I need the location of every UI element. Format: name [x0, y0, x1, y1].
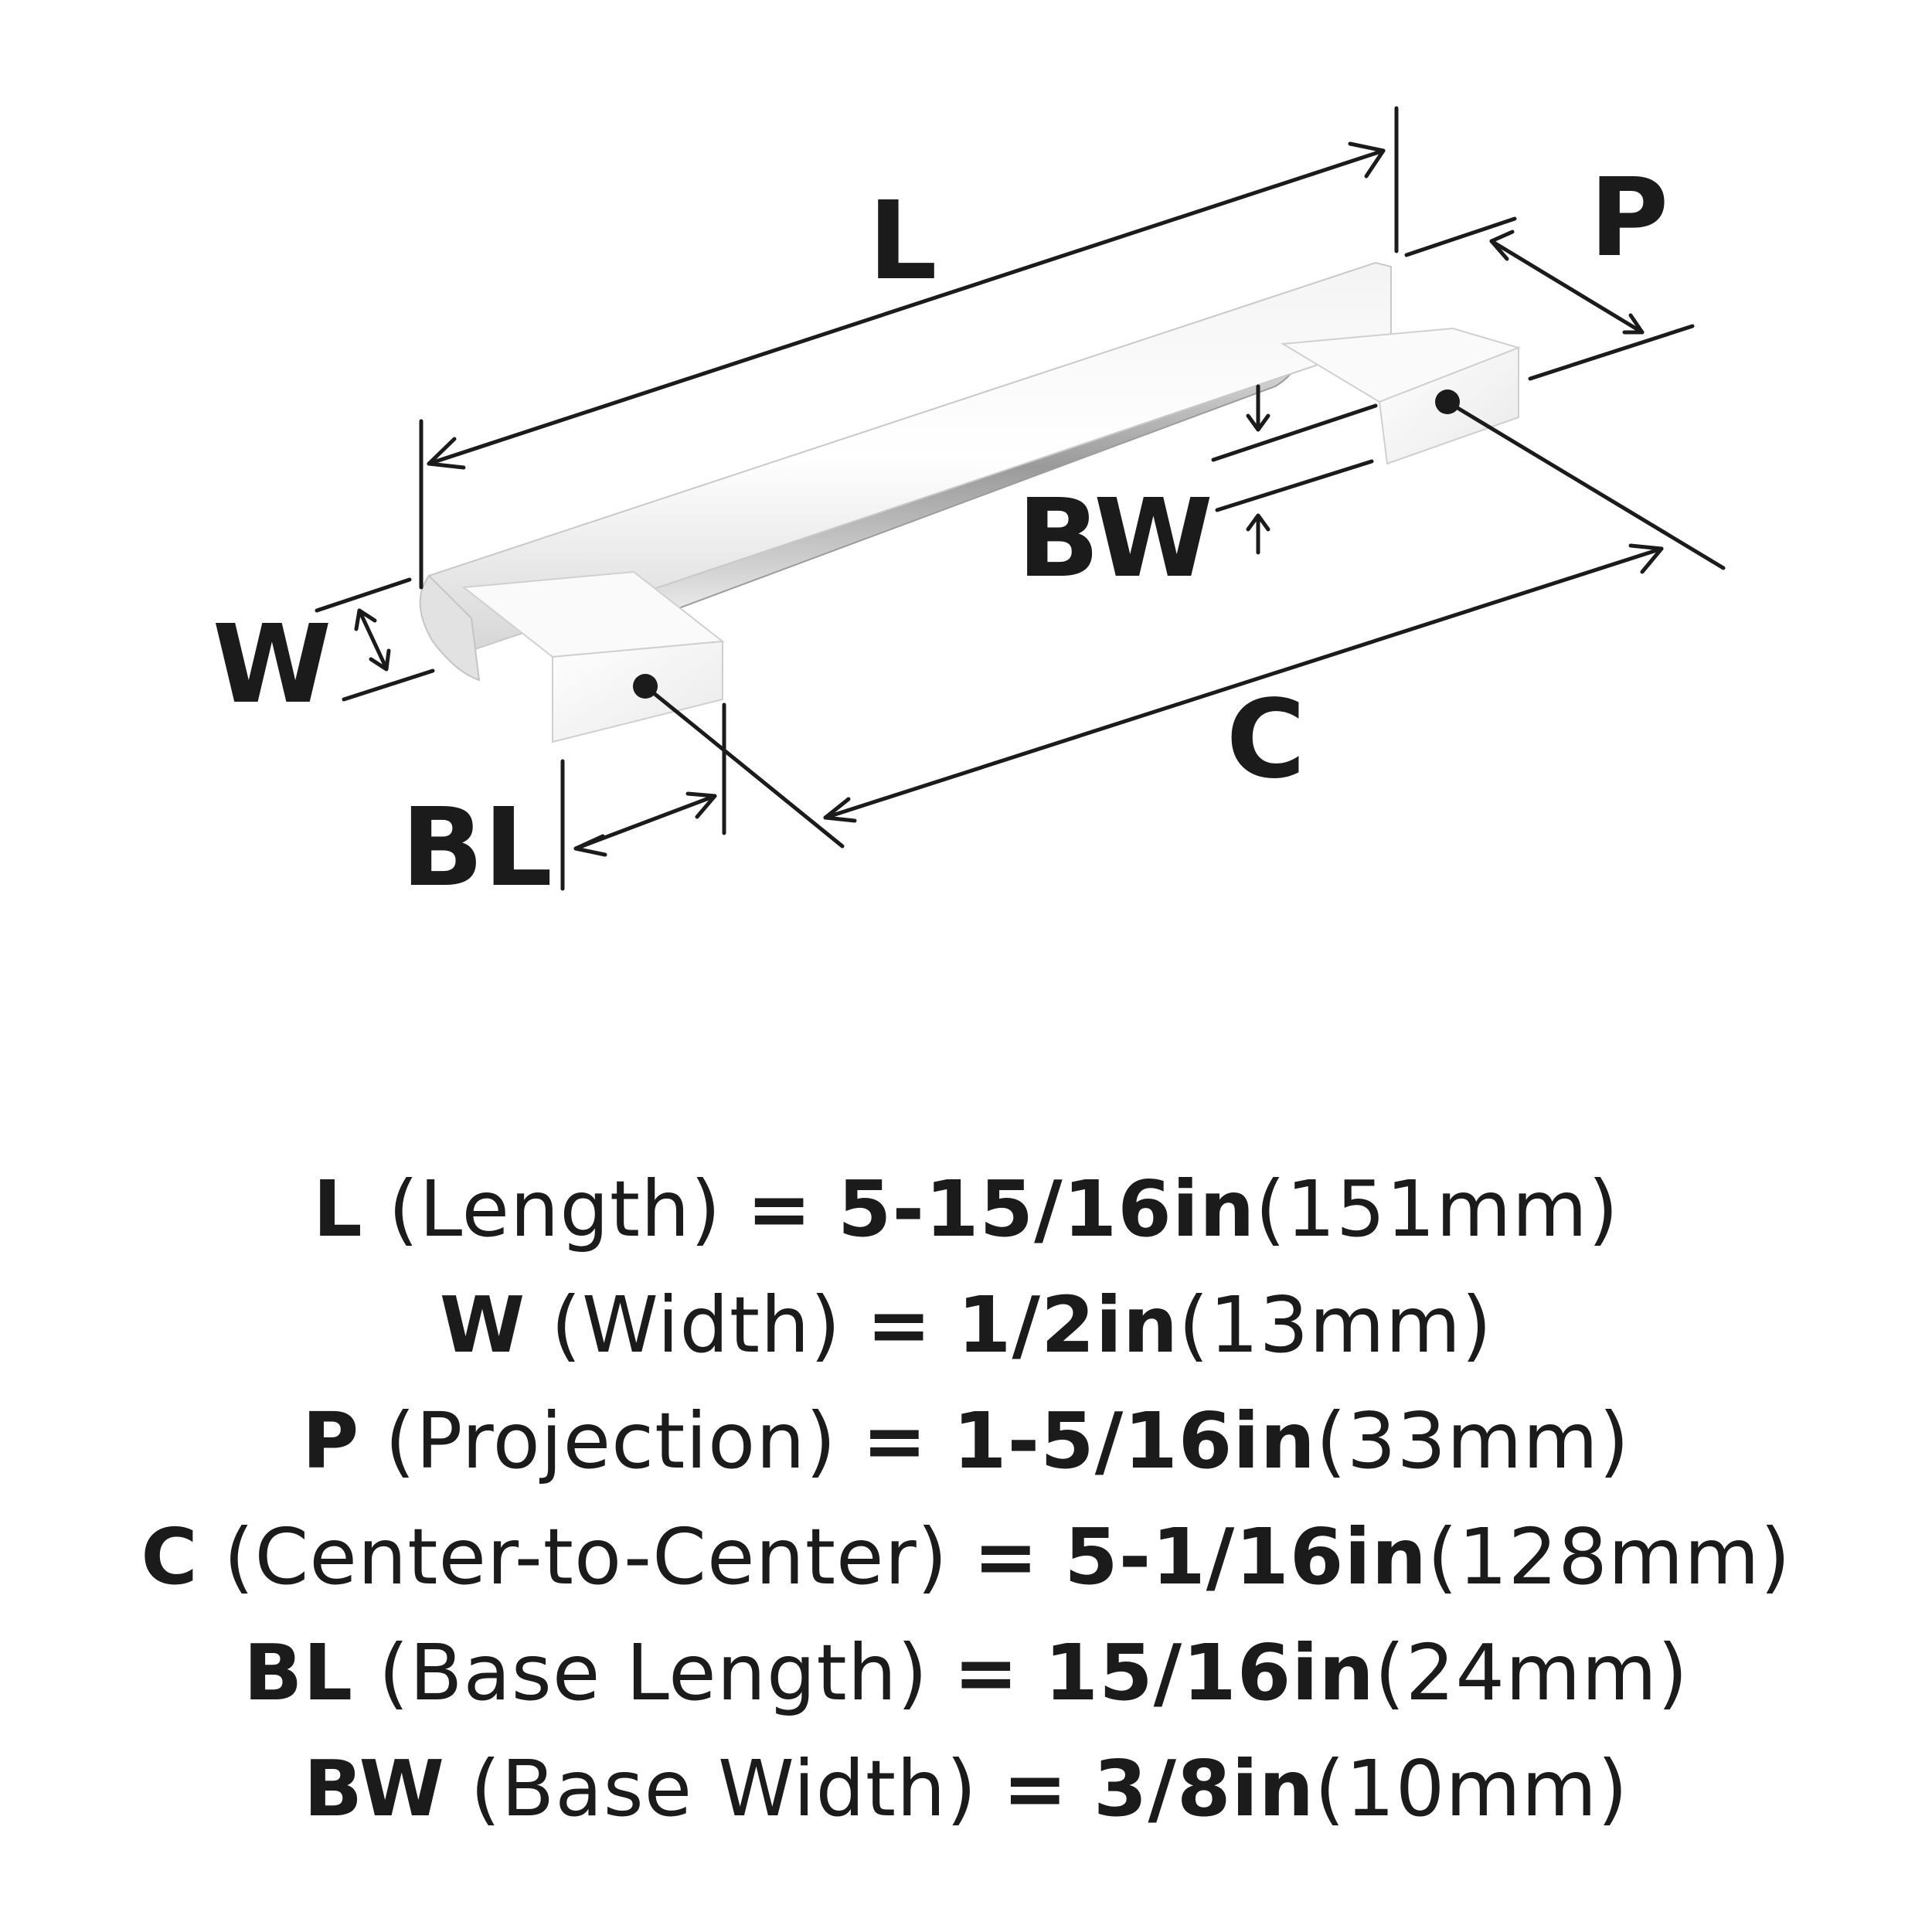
projection-dimension-line [1489, 239, 1645, 335]
dimension-labels: L P BW W C BL [213, 155, 1669, 911]
spec-name: (Base Width) [470, 1743, 978, 1834]
spec-name: (Center-to-Center) [223, 1512, 948, 1602]
spec-equals: = [866, 1280, 933, 1370]
spec-name: (Length) [388, 1164, 722, 1254]
spec-mm-value: (10mm) [1315, 1743, 1629, 1834]
spec-equals: = [862, 1396, 928, 1486]
cabinet-handle-illustration [419, 261, 1522, 743]
dimension-spec-list: L (Length) = 5-15/16in(151mm) W (Width) … [0, 1151, 1932, 1847]
spec-code: BW [303, 1743, 445, 1834]
length-dimension-line [427, 148, 1386, 466]
spec-code: W [439, 1280, 526, 1370]
spec-row-length: L (Length) = 5-15/16in(151mm) [0, 1151, 1932, 1267]
center-to-center-dimension-line [823, 546, 1664, 820]
spec-code: C [141, 1512, 199, 1602]
spec-inch-value: 5-15/16in [837, 1164, 1256, 1254]
spec-row-center-to-center: C (Center-to-Center) = 5-1/16in(128mm) [0, 1499, 1932, 1615]
spec-inch-value: 5-1/16in [1064, 1512, 1427, 1602]
label-base-width: BW [1017, 476, 1213, 602]
spec-row-base-width: BW (Base Width) = 3/8in(10mm) [0, 1731, 1932, 1847]
label-center-to-center: C [1226, 677, 1306, 803]
spec-equals: = [973, 1512, 1039, 1602]
handle-left-end-cap [419, 574, 481, 682]
spec-mm-value: (128mm) [1427, 1512, 1791, 1602]
spec-equals: = [747, 1164, 813, 1254]
spec-name: (Projection) [385, 1396, 837, 1486]
spec-equals: = [1002, 1743, 1069, 1834]
spec-mm-value: (151mm) [1255, 1164, 1619, 1254]
spec-inch-value: 1/2in [957, 1280, 1179, 1370]
label-length: L [868, 179, 937, 304]
spec-code: L [312, 1164, 363, 1254]
spec-mm-value: (33mm) [1315, 1396, 1630, 1486]
label-width: W [213, 602, 332, 728]
spec-row-projection: P (Projection) = 1-5/16in(33mm) [0, 1383, 1932, 1499]
spec-mm-value: (13mm) [1179, 1280, 1493, 1370]
dimension-lines [315, 106, 1726, 891]
spec-inch-value: 15/16in [1044, 1628, 1375, 1718]
label-base-length: BL [401, 785, 553, 911]
spec-row-width: W (Width) = 1/2in(13mm) [0, 1267, 1932, 1383]
spec-row-base-length: BL (Base Length) = 15/16in(24mm) [0, 1615, 1932, 1731]
handle-dimension-diagram: L P BW W C BL [213, 106, 1726, 911]
width-dimension-line [357, 608, 389, 671]
spec-name: (Base Length) [378, 1628, 929, 1718]
spec-inch-value: 3/8in [1093, 1743, 1315, 1834]
label-projection: P [1590, 155, 1669, 281]
spec-mm-value: (24mm) [1374, 1628, 1689, 1718]
spec-inch-value: 1-5/16in [953, 1396, 1316, 1486]
spec-equals: = [953, 1628, 1019, 1718]
spec-name: (Width) [550, 1280, 842, 1370]
spec-code: BL [243, 1628, 354, 1718]
spec-code: P [302, 1396, 360, 1486]
